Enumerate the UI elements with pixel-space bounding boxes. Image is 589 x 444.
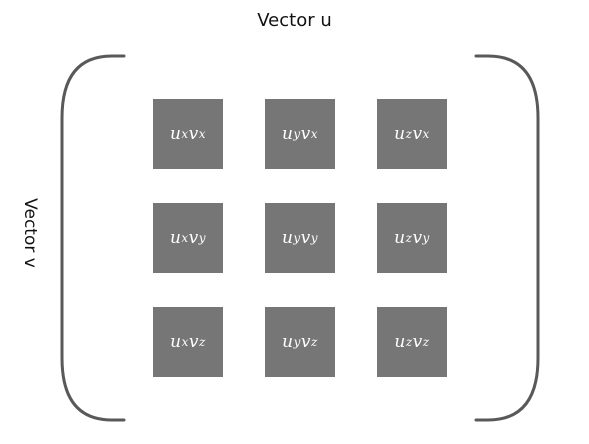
- cell-term-v: v: [188, 228, 199, 248]
- cell-term-u: u: [282, 332, 294, 352]
- cell-term-v: v: [412, 332, 423, 352]
- vector-u-label: Vector u: [257, 10, 332, 31]
- cell-term-v: v: [412, 124, 423, 144]
- cell-term-u: u: [281, 124, 294, 144]
- cell-term-v: v: [188, 332, 199, 352]
- cell-term-u: u: [394, 332, 406, 352]
- cell-term-v: v: [300, 124, 311, 144]
- cell-term-u: u: [281, 228, 294, 248]
- cell-term-u: u: [394, 228, 406, 248]
- cell-term-u: u: [170, 332, 182, 352]
- cell-term-u: u: [169, 124, 182, 144]
- right-bracket: [474, 54, 540, 422]
- left-bracket: [60, 54, 126, 422]
- cell-term-v: v: [300, 332, 311, 352]
- cell-term-u: u: [394, 124, 406, 144]
- cell-term-v: v: [188, 124, 199, 144]
- cell-term-u: u: [169, 228, 182, 248]
- cell-term-v: v: [412, 228, 423, 248]
- cell-term-v: v: [300, 228, 311, 248]
